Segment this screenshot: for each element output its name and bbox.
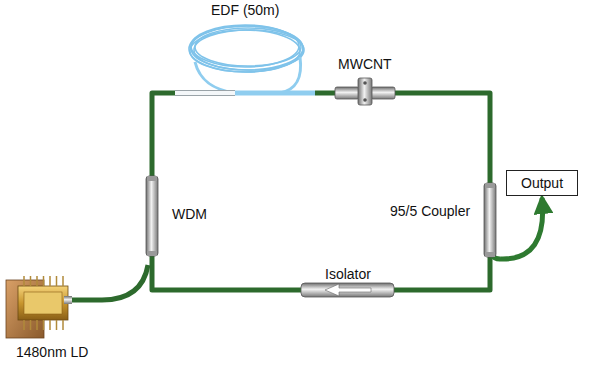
fiber-link: [102, 265, 148, 300]
component-label: 95/5 Coupler: [390, 203, 470, 219]
output-arrow: [500, 198, 543, 259]
mwcnt-connector: MWCNT: [330, 56, 400, 106]
fiber-link: [400, 93, 490, 175]
coupler-art: [390, 175, 500, 265]
component-label: Isolator: [325, 266, 371, 282]
wdm-coupler: WDM: [140, 168, 220, 265]
component-label: Output: [521, 175, 563, 191]
component-label: 1480nm LD: [16, 344, 88, 360]
component-label: EDF (50m): [211, 2, 279, 18]
component-label: WDM: [172, 206, 207, 222]
output-box: Output: [506, 170, 578, 196]
edf-coil: EDF (50m): [175, 2, 315, 98]
fiber-link: [152, 93, 175, 168]
component-label: MWCNT: [338, 56, 392, 72]
fiber-link: [152, 265, 295, 290]
fiber-link: [400, 265, 490, 290]
coupler: 95/5 Coupler: [390, 175, 500, 265]
isolator: Isolator: [295, 266, 400, 302]
fiber-link: [315, 91, 330, 96]
laser-diode: 1480nm LD: [2, 268, 102, 366]
